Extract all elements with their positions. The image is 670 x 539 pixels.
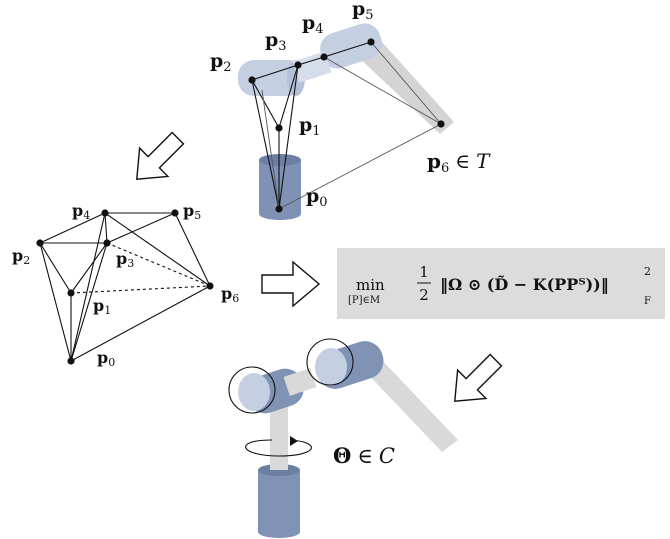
graph-node-p0 [67,357,75,365]
graph-label-p0: p0 [97,348,115,369]
graph-node-p6 [206,282,214,290]
formula-fraction-numerator: 1 [419,263,429,281]
bottom-robot-connector [283,368,317,396]
bottom-robot-shoulder-rotation [228,366,276,414]
top-label-p3: p3 [265,29,287,54]
graph-label-p1: p1 [93,296,111,317]
top-robot-link-upper [320,23,382,69]
top-node-p3 [294,61,302,69]
top-robot-base-top [259,154,301,166]
bottom-robot-elbow-rotation [306,338,354,386]
graph-node-p1 [67,289,75,297]
bottom-robot-base-rotation [245,439,312,457]
top-label-p5: p5 [352,0,374,23]
top-label-p2: p2 [210,50,232,75]
graph-node-p2 [36,239,44,247]
top-node-p4 [320,53,328,61]
graph-label-p2: p2 [12,246,30,267]
bottom-robot-forearm [362,356,458,452]
optimization-formula: min [P]∈M 1 2 ‖Ω ⊙ (D̃ − K(PPᵀ))‖ 2 F [337,248,665,319]
graph-node-p5 [171,209,179,217]
top-robot-edges [251,41,442,210]
bottom-robot-base [258,470,300,532]
graph-label-p3: p3 [116,249,134,270]
graph-node-p3 [103,239,111,247]
bottom-robot: Θ∈C [228,338,458,538]
top-node-p5 [367,38,375,46]
top-label-p6-in-T: p6∈T [427,149,491,176]
top-label-p4: p4 [302,12,324,37]
formula-min: min [356,276,385,294]
bottom-label-theta-in-C: Θ∈C [333,443,395,468]
graph-label-p6: p6 [221,284,239,305]
formula-min-subscript: [P]∈M [348,295,380,306]
top-robot: p2 p3 p4 p5 p1 p0 p6∈T [210,0,491,220]
arrow-top-to-graph [136,131,185,180]
arrow-graph-to-formula [261,260,321,308]
formula-fraction-denominator: 2 [419,286,429,304]
formula-body: ‖Ω ⊙ (D̃ − K(PPᵀ))‖ [440,275,609,294]
top-node-p0 [275,205,283,213]
formula-norm-power: 2 [644,265,651,278]
graph-label-p4: p4 [72,201,90,222]
graph-edges [39,212,211,362]
distance-graph: p4 p5 p2 p3 p1 p6 p0 [12,201,239,369]
top-node-p6 [437,120,445,128]
graph-node-p4 [101,209,109,217]
graph-label-p5: p5 [183,201,201,222]
formula-background [337,248,665,319]
top-node-p2 [248,76,256,84]
bottom-robot-shoulder-face [238,373,270,411]
arrow-formula-to-bottom [454,353,503,402]
bottom-robot-elbow-face [315,348,347,386]
bottom-robot-post [270,395,288,470]
top-label-p1: p1 [299,114,321,139]
top-label-p0: p0 [306,185,328,210]
top-node-p1 [275,124,283,132]
formula-norm-subscript: F [644,296,651,307]
